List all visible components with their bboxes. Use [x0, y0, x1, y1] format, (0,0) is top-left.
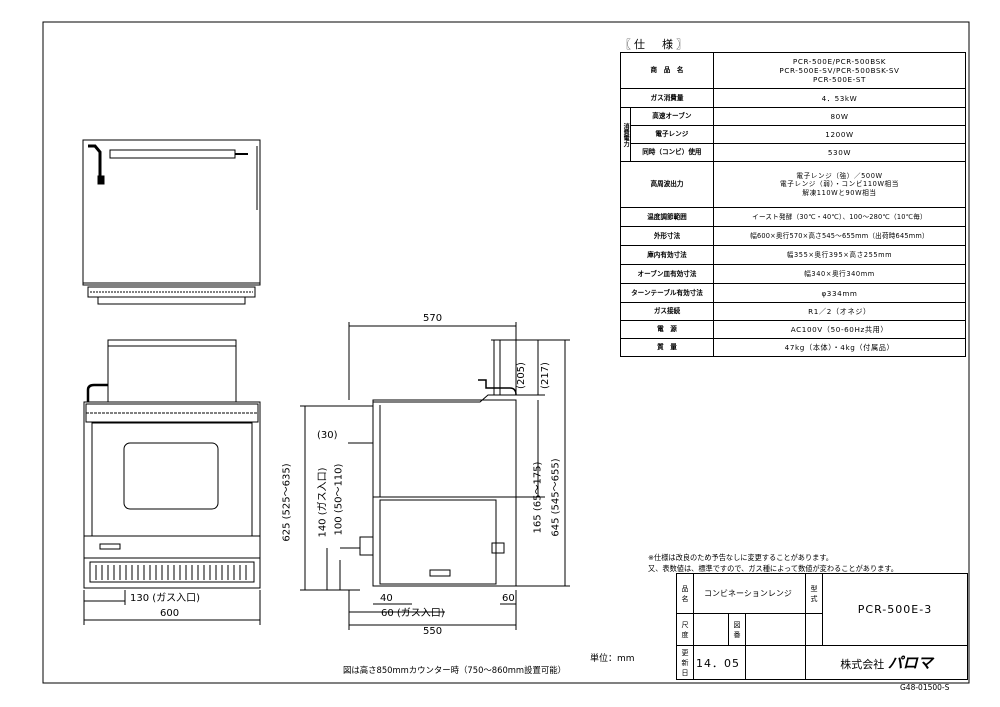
spec-label: 電 源 [620, 320, 714, 339]
power-group-label: 消費電力 [620, 107, 631, 162]
dim-165: 165 (65～175) [532, 461, 544, 534]
dim-60-gas: 60 (ガス入口) [381, 608, 445, 619]
spec-row-power: 電 源 AC100V（50-60Hz共用） [620, 320, 966, 339]
spec-label: ガス接続 [620, 302, 714, 321]
spec-value: AC100V（50-60Hz共用） [713, 320, 966, 339]
spec-row-range: 電子レンジ 1200W [621, 125, 966, 144]
spec-value: 4．53kW [713, 88, 966, 108]
dim-140: 140 (ガス入口) [317, 467, 329, 538]
spec-row-gas: ガス消費量 4．53kW [620, 88, 966, 108]
spec-value: 幅340×奥行340mm [713, 264, 966, 284]
dim-205: (205) [515, 362, 527, 389]
spec-value: φ334mm [713, 283, 966, 303]
spec-row-mass: 質 量 47kg（本体）・4kg（付属品） [620, 338, 966, 357]
spec-row-temp: 温度調節範囲 イースト発酵（30℃・40℃）、100～280℃（10℃毎） [620, 207, 966, 227]
type-label-2 [805, 613, 823, 646]
spec-row-plate: オーブン皿有効寸法 幅340×奥行340mm [620, 264, 966, 284]
company-name: 株式会社 [840, 658, 885, 671]
side-view [300, 322, 570, 630]
spec-row-connection: ガス接続 R1／2（オネジ） [620, 302, 966, 321]
spec-label: 高周波出力 [620, 161, 714, 208]
dim-30: (30) [317, 430, 338, 441]
install-footnote: 図は高さ850mmカウンター時（750～860mm設置可能） [343, 665, 566, 675]
dim-40: 40 [380, 593, 393, 604]
model-number: PCR-500E-3 [822, 573, 968, 646]
model-line-2: PCR-500E-SV/PCR-500BSK-SV [779, 66, 900, 75]
model-line-3: PCR-500E-ST [812, 75, 867, 84]
spec-label: 同時（コンビ）使用 [629, 143, 715, 162]
spec-row-inner: 庫内有効寸法 幅355×奥行395×高さ255mm [620, 245, 966, 265]
dim-570: 570 [423, 313, 443, 324]
spec-table: 商 品 名 PCR-500E/PCR-500BSK PCR-500E-SV/PC… [620, 52, 966, 357]
spec-row-combi: 同時（コンビ）使用 530W [621, 143, 966, 162]
spec-title: 〖仕 様〗 [620, 38, 690, 51]
spec-value: 1200W [713, 125, 966, 144]
spec-value: R1／2（オネジ） [713, 302, 966, 321]
spec-row-outer: 外形寸法 幅600×奥行570×高さ545～655mm（出荷時645mm） [620, 226, 966, 246]
scale-value [693, 613, 729, 646]
note-line-1: ※仕様は改良のため予告なしに変更することがあります。 [648, 553, 833, 562]
unit-label: 単位：mm [590, 654, 635, 664]
drawing-no-label: 図番 [728, 613, 746, 646]
front-view [83, 339, 261, 625]
date-label: 更新日 [676, 645, 694, 680]
frame-border [42, 21, 970, 684]
model-line-1: PCR-500E/PCR-500BSK [792, 57, 887, 66]
spec-row-turntable: ターンテーブル有効寸法 φ334mm [620, 283, 966, 303]
spec-value: 80W [713, 107, 966, 126]
hf-line-3: 解凍110Wと90W相当 [802, 188, 877, 197]
document-number: G48-01500-S [900, 683, 950, 692]
name-label: 品名 [676, 573, 694, 614]
spec-notes: ※仕様は改良のため予告なしに変更することがあります。 又、表数値は、標準ですので… [648, 552, 898, 574]
spec-value: 幅355×奥行395×高さ255mm [713, 245, 966, 265]
spec-row-model: 商 品 名 PCR-500E/PCR-500BSK PCR-500E-SV/PC… [620, 52, 966, 89]
spec-label: 質 量 [620, 338, 714, 357]
dim-217: (217) [539, 362, 551, 389]
spec-label: オーブン皿有効寸法 [620, 264, 714, 284]
spec-label: 高速オーブン [629, 107, 715, 126]
spec-label: 商 品 名 [620, 52, 714, 89]
spec-label: 庫内有効寸法 [620, 245, 714, 265]
spec-value: 幅600×奥行570×高さ545～655mm（出荷時645mm） [713, 226, 966, 246]
spec-value: イースト発酵（30℃・40℃）、100～280℃（10℃毎） [713, 207, 966, 227]
spec-label: 温度調節範囲 [620, 207, 714, 227]
brand-logo: パロマ [887, 654, 933, 672]
dim-60: 60 [502, 593, 515, 604]
spec-label: 電子レンジ [629, 125, 715, 144]
dim-645: 645 (545～655) [550, 458, 562, 537]
company-cell: 株式会社 パロマ [805, 645, 968, 680]
scale-label: 尺度 [676, 613, 694, 646]
product-name: コンビネーションレンジ [693, 573, 806, 614]
hf-line-2: 電子レンジ（弱）・コンビ110W相当 [780, 180, 899, 189]
type-label: 型式 [805, 573, 823, 614]
spec-value: 530W [713, 143, 966, 162]
dim-130: 130 (ガス入口) [130, 593, 201, 604]
spec-row-hf: 高周波出力 電子レンジ（強）／500W 電子レンジ（弱）・コンビ110W相当 解… [620, 161, 966, 208]
note-line-2: 又、表数値は、標準ですので、ガス種によって数値が変わることがあります。 [648, 564, 898, 573]
spec-row-oven: 消費電力 高速オーブン 80W [620, 107, 966, 162]
dim-625: 625 (525～635) [281, 463, 293, 542]
hf-line-1: 電子レンジ（強）／500W [796, 172, 883, 181]
dim-600: 600 [160, 608, 180, 619]
title-block: 品名 コンビネーションレンジ 型式 PCR-500E-3 尺度 図番 更新日 1… [676, 573, 968, 680]
drawing-no-value [745, 613, 806, 646]
spec-value: 47kg（本体）・4kg（付属品） [713, 338, 966, 357]
dim-100: 100 (50～110) [333, 463, 345, 536]
spec-label: ガス消費量 [620, 88, 714, 108]
spec-label: ターンテーブル有効寸法 [620, 283, 714, 303]
top-view [82, 139, 261, 305]
spec-label: 外形寸法 [620, 226, 714, 246]
update-date: 14．05 [693, 645, 746, 680]
dim-550: 550 [423, 626, 443, 637]
spec-value: PCR-500E/PCR-500BSK PCR-500E-SV/PCR-500B… [713, 52, 966, 89]
spec-value: 電子レンジ（強）／500W 電子レンジ（弱）・コンビ110W相当 解凍110Wと… [713, 161, 966, 208]
